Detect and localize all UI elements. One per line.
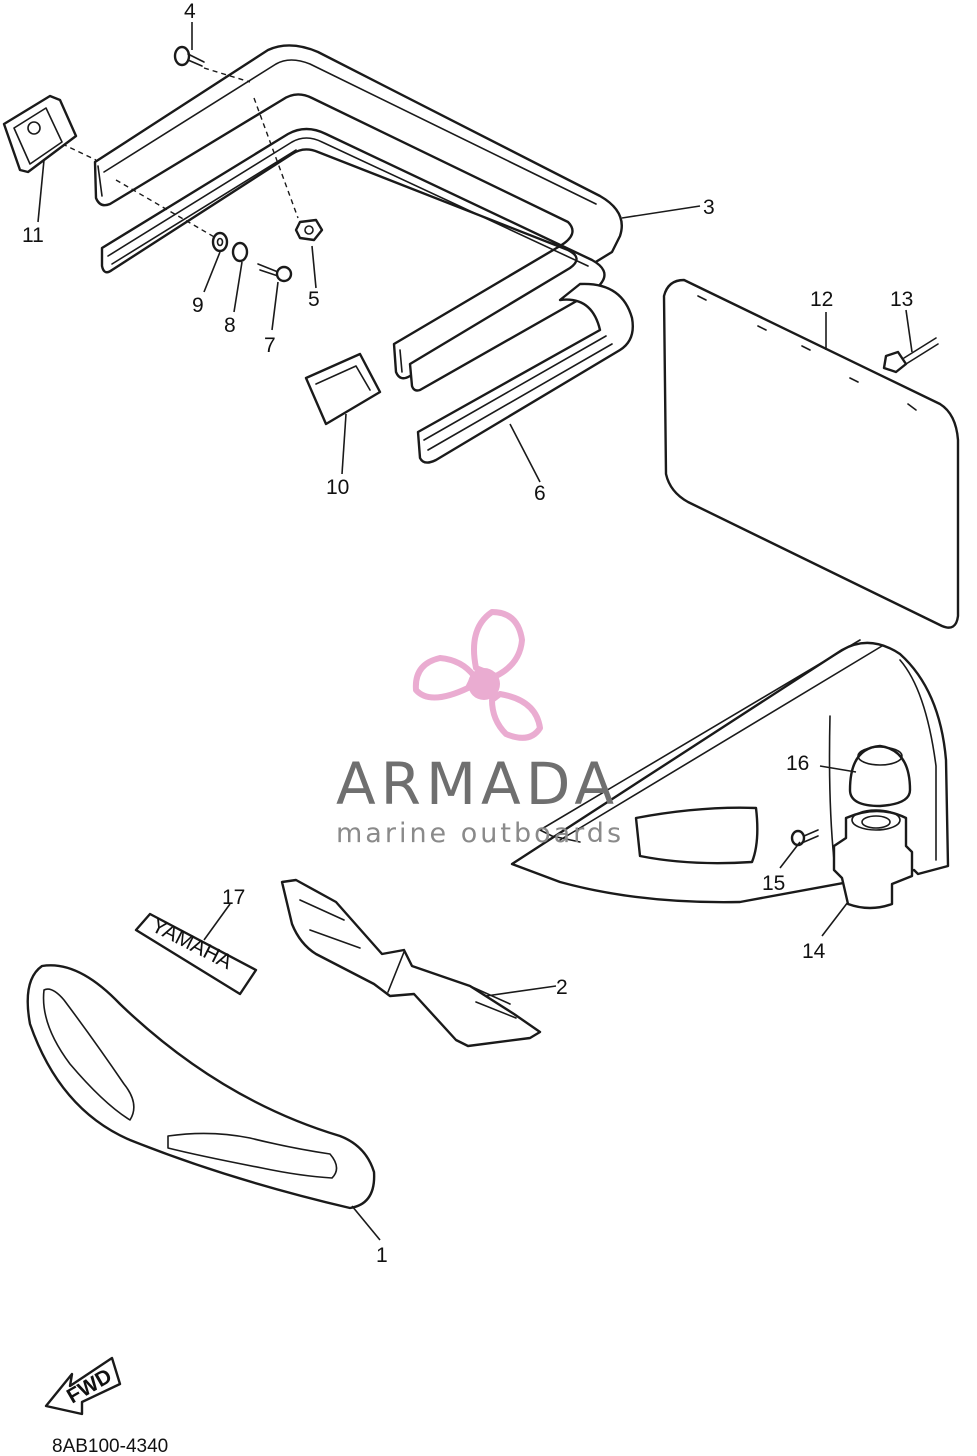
callout-2: 2 bbox=[556, 976, 568, 999]
part-9-washer bbox=[211, 231, 229, 253]
callout-labels: 4 3 11 9 5 8 7 12 13 10 6 16 15 17 14 2 … bbox=[22, 0, 913, 1267]
part-10-pad bbox=[304, 352, 382, 426]
watermark-subtitle: marine outboards bbox=[336, 818, 624, 849]
armada-watermark: ARMADA marine outboards bbox=[336, 609, 624, 849]
callout-7: 7 bbox=[264, 334, 276, 357]
callout-15: 15 bbox=[762, 872, 785, 895]
part-6-trim-strip bbox=[416, 282, 634, 464]
callout-5: 5 bbox=[308, 288, 320, 311]
fwd-label: FWD bbox=[63, 1364, 116, 1408]
callout-11: 11 bbox=[22, 224, 44, 247]
part-13-rivet bbox=[882, 337, 939, 374]
fwd-arrow-icon: FWD bbox=[44, 1356, 122, 1416]
part-2-grip bbox=[280, 878, 542, 1048]
part-7-bolt bbox=[257, 263, 293, 283]
leader-lines bbox=[37, 22, 913, 1241]
watermark-title: ARMADA bbox=[336, 750, 619, 818]
part-11-bracket bbox=[2, 94, 78, 174]
part-17-decal: YAMAHA bbox=[134, 912, 258, 996]
callout-3: 3 bbox=[703, 196, 715, 219]
part-3-rail-strip bbox=[100, 127, 606, 392]
assembly-lines bbox=[53, 67, 299, 239]
part-3-handle-rail bbox=[93, 44, 623, 380]
callout-13: 13 bbox=[890, 288, 913, 311]
callout-1: 1 bbox=[376, 1244, 388, 1267]
callout-12: 12 bbox=[810, 288, 833, 311]
propeller-logo-icon bbox=[412, 609, 543, 741]
callout-17: 17 bbox=[222, 886, 245, 909]
callout-6: 6 bbox=[534, 482, 546, 505]
part-8-lock-washer bbox=[231, 241, 249, 263]
drawing-code: 8AB100-4340 bbox=[52, 1436, 168, 1456]
callout-8: 8 bbox=[224, 314, 236, 337]
part-1-handle bbox=[26, 964, 376, 1210]
callout-14: 14 bbox=[802, 940, 826, 963]
part-5-nut bbox=[294, 218, 324, 242]
callout-10: 10 bbox=[326, 476, 349, 499]
callout-4: 4 bbox=[184, 0, 196, 23]
part-12-panel bbox=[662, 278, 960, 629]
callout-9: 9 bbox=[192, 294, 204, 317]
part-14-fitting bbox=[832, 809, 914, 910]
part-16-grommet bbox=[848, 744, 912, 808]
upper-housing bbox=[510, 639, 950, 904]
part-4-screw bbox=[173, 45, 205, 67]
callout-16: 16 bbox=[786, 752, 809, 775]
